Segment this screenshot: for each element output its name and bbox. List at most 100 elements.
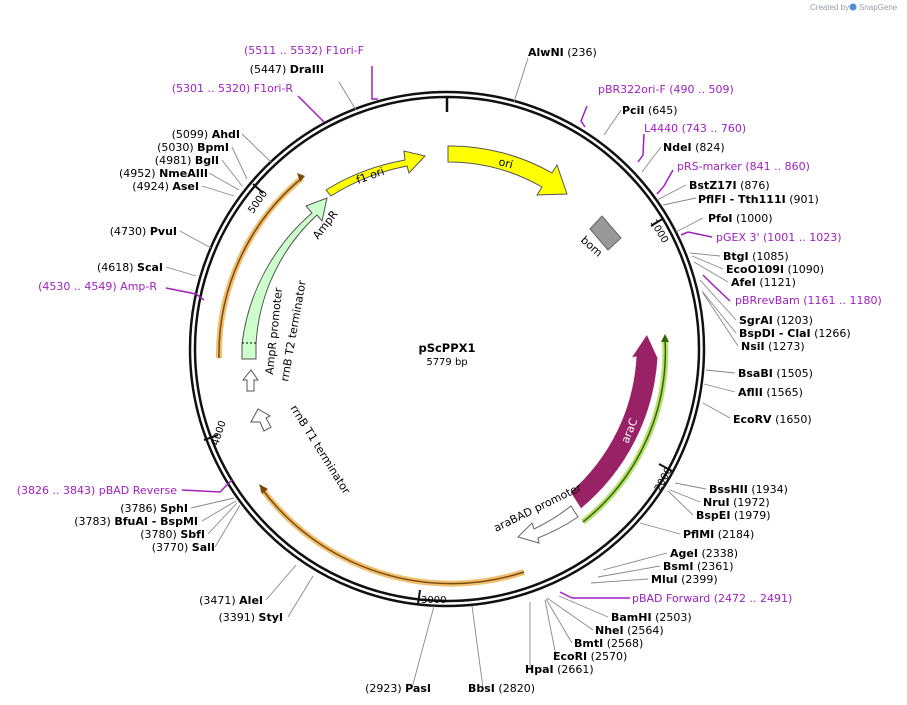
enzyme-label-NmeAIII[interactable]: (4952) NmeAIII <box>119 167 208 180</box>
primer-label-F1ori-F[interactable]: (5511 .. 5532) F1ori-F <box>244 44 364 57</box>
primer-label-Amp-R[interactable]: (4530 .. 4549) Amp-R <box>38 280 157 293</box>
tick-label-1000: 1000 <box>647 218 670 245</box>
primer-mark-pBRrevBam <box>702 274 731 302</box>
enzyme-label-NruI[interactable]: NruI (1972) <box>703 496 770 509</box>
enzyme-label-PfoI[interactable]: PfoI (1000) <box>708 212 773 225</box>
enzyme-label-AflII[interactable]: AflII (1565) <box>738 386 803 399</box>
f1-ori-arrow[interactable] <box>325 150 426 197</box>
arabad-promoter-arrow[interactable] <box>517 505 579 544</box>
enzyme-label-AgeI[interactable]: AgeI (2338) <box>670 547 738 560</box>
primer-arrowhead-bottom <box>259 484 268 494</box>
leader-AgeI <box>602 552 668 571</box>
enzyme-label-MluI[interactable]: MluI (2399) <box>651 573 718 586</box>
leader-AseI <box>201 185 235 197</box>
leader-NmeAIII <box>208 172 240 191</box>
leader-ScaI <box>165 266 197 277</box>
primer-mark-pBADReverse <box>181 479 233 493</box>
primer-arrowhead-left <box>297 173 305 182</box>
enzyme-label-BmtI[interactable]: BmtI (2568) <box>574 637 643 650</box>
tick-2000 <box>658 463 673 472</box>
enzyme-label-BamHI[interactable]: BamHI (2503) <box>611 611 692 624</box>
enzyme-label-SphI[interactable]: (3786) SphI <box>120 502 188 515</box>
enzyme-label-DraIII[interactable]: (5447) DraIII <box>250 63 324 76</box>
primer-label-pGEX3[interactable]: pGEX 3' (1001 .. 1023) <box>716 231 842 244</box>
enzyme-label-AfeI[interactable]: AfeI (1121) <box>731 276 796 289</box>
enzyme-labels: AlwNI (236) PciI (645) NdeI (824) BstZ17I (… <box>74 46 850 695</box>
enzyme-label-BspDI[interactable]: BspDI - ClaI (1266) <box>739 327 851 340</box>
arac-arrow[interactable] <box>569 332 659 510</box>
enzyme-label-PflMI[interactable]: PflMI (2184) <box>683 528 754 541</box>
enzyme-label-AseI[interactable]: (4924) AseI <box>132 180 199 193</box>
enzyme-label-SgrAI[interactable]: SgrAI (1203) <box>739 314 813 327</box>
primer-label-F1ori-R[interactable]: (5301 .. 5320) F1ori-R <box>172 82 294 95</box>
enzyme-label-BsmI[interactable]: BsmI (2361) <box>663 560 734 573</box>
leader-MluI <box>590 578 649 584</box>
primer-label-L4440[interactable]: L4440 (743 .. 760) <box>644 122 746 135</box>
tick-label-3000: 3000 <box>421 595 446 606</box>
primer-mark-L4440 <box>637 133 645 163</box>
enzyme-label-AlwNI[interactable]: AlwNI (236) <box>528 46 597 59</box>
enzyme-label-EcoO109I[interactable]: EcoO109I (1090) <box>726 263 824 276</box>
enzyme-label-PasI[interactable]: (2923) PasI <box>365 682 431 695</box>
enzyme-leader-lines <box>165 57 739 689</box>
tick-3000 <box>417 589 421 605</box>
enzyme-label-BsaBI[interactable]: BsaBI (1505) <box>738 367 813 380</box>
enzyme-label-BfuAI[interactable]: (3783) BfuAI - BspMI <box>74 515 198 528</box>
primer-label-pBADReverse[interactable]: (3826 .. 3843) pBAD Reverse <box>17 484 178 497</box>
leader-SgrAI <box>699 279 737 321</box>
enzyme-label-BglI[interactable]: (4981) BglI <box>155 154 219 167</box>
enzyme-label-NdeI[interactable]: NdeI (824) <box>663 141 725 154</box>
leader-BspDI <box>701 290 737 334</box>
scale-ticks: 1000 2000 3000 4000 5000 <box>203 183 675 606</box>
leader-AhdI <box>241 133 272 163</box>
enzyme-label-AhdI[interactable]: (5099) AhdI <box>172 128 240 141</box>
rrnb-t2-terminator-icon[interactable] <box>241 369 259 392</box>
enzyme-label-BpmI[interactable]: (5030) BpmI <box>157 141 229 154</box>
leader-StyI <box>287 575 314 618</box>
enzyme-label-PvuI[interactable]: (4730) PvuI <box>110 225 177 238</box>
primer-label-pBR322ori-F[interactable]: pBR322ori-F (490 .. 509) <box>598 83 734 96</box>
primer-label-pBRrevBam[interactable]: pBRrevBam (1161 .. 1180) <box>735 294 882 307</box>
bom-box[interactable] <box>589 215 622 251</box>
leader-BbsI <box>471 605 484 689</box>
rrnb-t1-label: rrnB T1 terminator <box>287 403 353 497</box>
enzyme-label-SalI[interactable]: (3770) SalI <box>152 541 215 554</box>
leader-BstZ17I <box>656 184 687 201</box>
ampr-arrow[interactable] <box>241 197 328 360</box>
primer-label-pRS-marker[interactable]: pRS-marker (841 .. 860) <box>677 160 810 173</box>
leader-BtgI <box>689 252 721 257</box>
enzyme-label-BssHII[interactable]: BssHII (1934) <box>709 483 788 496</box>
ori-arrow[interactable] <box>447 145 568 196</box>
enzyme-label-BtgI[interactable]: BtgI (1085) <box>723 250 789 263</box>
leader-PflMI <box>639 522 681 535</box>
enzyme-label-BspEI[interactable]: BspEI (1979) <box>696 509 771 522</box>
primer-mark-pBADForward <box>559 591 630 599</box>
leader-PflFI <box>662 197 697 206</box>
enzyme-label-BbsI[interactable]: BbsI (2820) <box>468 682 535 695</box>
enzyme-label-EcoRI[interactable]: EcoRI (2570) <box>553 650 627 663</box>
rrnb-t1-terminator-icon[interactable] <box>250 408 272 432</box>
leader-AleI <box>265 564 297 601</box>
enzyme-label-ScaI[interactable]: (4618) ScaI <box>97 261 163 274</box>
leader-AlwNI <box>513 57 529 103</box>
enzyme-label-HpaI[interactable]: HpaI (2661) <box>525 663 594 676</box>
enzyme-label-StyI[interactable]: (3391) StyI <box>218 611 283 624</box>
primer-label-pBADForward[interactable]: pBAD Forward (2472 .. 2491) <box>632 592 792 605</box>
enzyme-label-NheI[interactable]: NheI (2564) <box>595 624 664 637</box>
enzyme-label-NsiI[interactable]: NsiI (1273) <box>741 340 805 353</box>
tick-label-4000: 4000 <box>210 419 228 447</box>
enzyme-label-EcoRV[interactable]: EcoRV (1650) <box>733 413 812 426</box>
snapgene-logo-icon <box>849 3 857 11</box>
primer-mark-pBR322ori-F <box>580 105 588 128</box>
tick-4000 <box>203 434 219 441</box>
leader-BssHII <box>674 482 707 490</box>
leader-BpmI <box>231 146 248 180</box>
enzyme-label-BstZ17I[interactable]: BstZ17I (876) <box>689 179 770 192</box>
leader-SalI <box>214 504 241 548</box>
enzyme-label-PflFI[interactable]: PflFI - Tth111I (901) <box>698 193 819 206</box>
leader-EcoO109I <box>691 255 724 270</box>
enzyme-label-AleI[interactable]: (3471) AleI <box>199 594 263 607</box>
enzyme-label-PciI[interactable]: PciI (645) <box>622 104 678 117</box>
enzyme-label-SbfI[interactable]: (3780) SbfI <box>140 528 205 541</box>
